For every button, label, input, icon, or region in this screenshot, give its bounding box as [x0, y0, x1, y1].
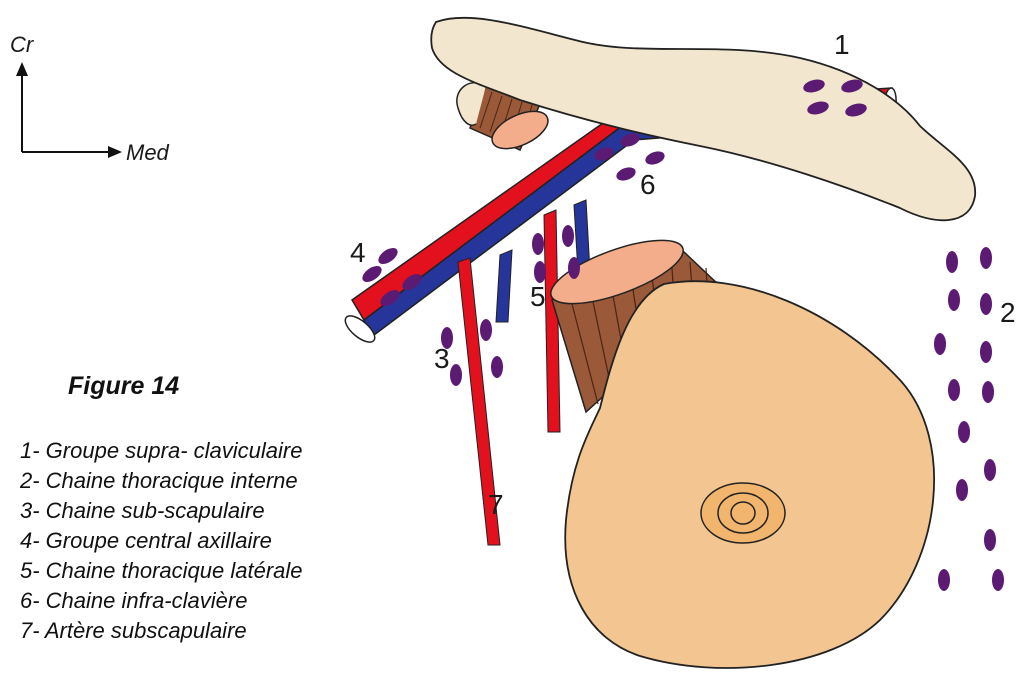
nipple — [701, 483, 785, 543]
orientation-arrows: Cr Med — [10, 32, 170, 165]
label-3: 3 — [434, 343, 450, 374]
label-7: 7 — [488, 489, 504, 520]
legend-list: 1- Groupe supra- claviculaire 2- Chaine … — [20, 436, 303, 646]
legend-item: 5- Chaine thoracique latérale — [20, 556, 303, 586]
legend-item: 7- Artère subscapulaire — [20, 616, 303, 646]
pectoralis-minor-muscle — [544, 227, 934, 668]
medial-label: Med — [126, 140, 170, 165]
legend-item: 4- Groupe central axillaire — [20, 526, 303, 556]
label-6: 6 — [640, 169, 656, 200]
figure-title: Figure 14 — [68, 372, 179, 401]
label-4: 4 — [350, 237, 366, 268]
pectoralis-minor-body — [565, 281, 934, 668]
cranial-label: Cr — [10, 32, 35, 57]
legend-item: 6- Chaine infra-clavière — [20, 586, 303, 616]
arrow-up-icon — [16, 62, 28, 76]
label-5: 5 — [530, 281, 546, 312]
label-2: 2 — [1000, 297, 1016, 328]
legend-item: 2- Chaine thoracique interne — [20, 466, 303, 496]
label-1: 1 — [834, 29, 850, 60]
legend-item: 1- Groupe supra- claviculaire — [20, 436, 303, 466]
arrow-right-icon — [108, 146, 122, 158]
legend-item: 3- Chaine sub-scapulaire — [20, 496, 303, 526]
